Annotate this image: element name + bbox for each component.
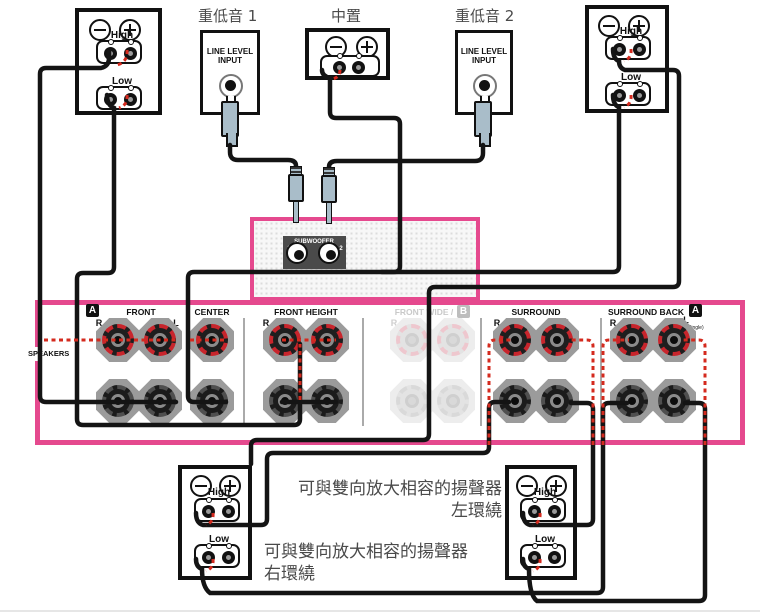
speaker-post (202, 497, 215, 518)
center-speaker (305, 28, 390, 80)
subwoofer2-label: 重低音 2 (455, 7, 515, 25)
front-wide-l-minus-terminal (431, 379, 475, 423)
input-label: INPUT (472, 56, 496, 65)
rca-cable-sub2 (326, 142, 486, 170)
left-surround-label: 左環繞 (451, 501, 502, 521)
speaker-post (352, 53, 365, 74)
speaker-post (613, 35, 626, 56)
low-terminal-strip (520, 543, 566, 568)
front-wide-l-plus-terminal (431, 318, 475, 362)
speakers-panel-label: SPEAKERS (28, 347, 72, 361)
channel-l-label: L (683, 315, 689, 325)
section-divider (600, 318, 602, 426)
subwoofer2-jack (318, 242, 340, 264)
surround-back-section-label: SURROUND BACK (607, 307, 685, 317)
rca-plug-icon (321, 167, 337, 224)
speaker-set-a-badge: A (86, 304, 99, 317)
low-terminal-strip (194, 543, 240, 568)
speaker-post (528, 543, 541, 564)
high-label: High (619, 26, 643, 37)
speaker-set-a-badge: A (689, 304, 702, 317)
front-l-minus-terminal (138, 379, 182, 423)
rca-input-jack-icon (473, 74, 497, 98)
subwoofer1-label: 重低音 1 (198, 7, 258, 25)
center-minus-terminal (190, 379, 234, 423)
front-section-label: FRONT (126, 307, 156, 317)
high-label: High (110, 30, 134, 41)
speaker-post (528, 497, 541, 518)
speaker-post (104, 39, 117, 60)
front-height-r-minus-terminal (263, 379, 307, 423)
speaker-post (333, 53, 346, 74)
high-terminal-strip (96, 39, 142, 64)
speaker-post (124, 39, 137, 60)
high-terminal-strip (605, 35, 651, 60)
rca-plug-icon (221, 101, 239, 147)
low-terminal-strip (96, 85, 142, 110)
front-wide-section-label: FRONT WIDE / (394, 307, 454, 317)
surround-r-plus-terminal (493, 318, 537, 362)
section-divider (480, 318, 482, 426)
surround-l-plus-terminal (535, 318, 579, 362)
speaker-post (633, 81, 646, 102)
single-note: (Single) (686, 325, 704, 331)
surround-back-r-plus-terminal (610, 318, 654, 362)
front-height-section-label: FRONT HEIGHT (274, 307, 338, 317)
subwoofer1-jack (286, 242, 308, 264)
line-level-label: LINE LEVEL (206, 47, 254, 56)
speaker-post (548, 543, 561, 564)
surround-l-minus-terminal (535, 379, 579, 423)
speaker-post (202, 543, 215, 564)
rca-plug-icon (288, 166, 304, 223)
speaker-post (104, 85, 117, 106)
speaker-post (633, 35, 646, 56)
surround-left-speaker: High Low (505, 465, 577, 580)
rca-cable-sub1 (227, 142, 299, 169)
front-r-plus-terminal (96, 318, 140, 362)
low-terminal-strip (605, 81, 651, 106)
speaker-post (222, 497, 235, 518)
speaker-post (613, 81, 626, 102)
front-height-l-minus-terminal (305, 379, 349, 423)
center-label: 中置 (331, 7, 362, 25)
minus-icon (89, 19, 111, 41)
front-right-speaker: High Low (75, 8, 162, 115)
front-r-minus-terminal (96, 379, 140, 423)
surround-back-l-plus-terminal (652, 318, 696, 362)
right-surround-label: 右環繞 (264, 564, 315, 584)
center-terminal-strip (320, 53, 380, 77)
speaker-post (548, 497, 561, 518)
front-height-l-plus-terminal (305, 318, 349, 362)
front-wide-r-plus-terminal (390, 318, 434, 362)
section-divider (243, 318, 245, 426)
speaker-post (124, 85, 137, 106)
surround-back-r-minus-terminal (610, 379, 654, 423)
speaker-set-b-badge: B (457, 305, 470, 318)
line-level-label: LINE LEVEL (460, 47, 508, 56)
surround-back-l-minus-terminal (652, 379, 696, 423)
surround-r-minus-terminal (493, 379, 537, 423)
high-terminal-strip (520, 497, 566, 522)
rca-plug-icon (474, 101, 492, 147)
surround-section-label: SURROUND (511, 307, 561, 317)
speaker-post (222, 543, 235, 564)
input-label: INPUT (218, 56, 242, 65)
front-height-r-plus-terminal (263, 318, 307, 362)
center-section-label: CENTER (194, 307, 230, 317)
center-plus-terminal (190, 318, 234, 362)
rca-input-jack-icon (219, 74, 243, 98)
front-wide-r-minus-terminal (390, 379, 434, 423)
front-l-plus-terminal (138, 318, 182, 362)
front-left-speaker: High Low (585, 5, 669, 113)
section-divider (362, 318, 364, 426)
page-bottom-rule (0, 610, 760, 612)
high-terminal-strip (194, 497, 240, 522)
minus-icon (598, 15, 620, 37)
surround-right-speaker: High Low (178, 465, 252, 580)
